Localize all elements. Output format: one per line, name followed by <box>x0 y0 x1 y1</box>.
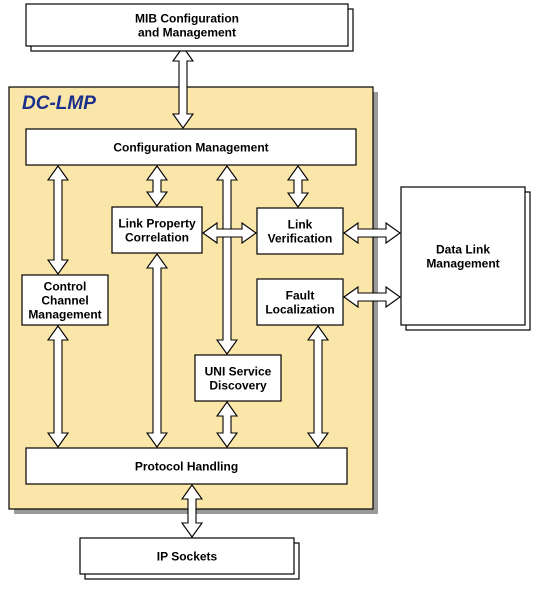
control-channel-management-box-label-2: Channel <box>41 294 88 308</box>
link-verification-box-label-2: Verification <box>268 232 333 246</box>
arrow-fault-protocol <box>306 325 330 448</box>
arrow-linkprop-linkverif-shape <box>202 221 257 245</box>
arrow-control-protocol <box>46 325 70 448</box>
fault-localization-box-rect <box>256 278 344 326</box>
link-verification-box-rect <box>256 207 344 255</box>
link-verification-box-label-1: Link <box>288 218 313 232</box>
mib-config-box-label-1: MIB Configuration <box>135 12 239 26</box>
arrow-mib-config <box>171 46 195 129</box>
arrow-config-control <box>46 165 70 275</box>
arrow-linkprop-protocol-shape <box>145 253 169 448</box>
arrow-linkverif-datalink <box>343 221 401 245</box>
arrow-config-uni-shape <box>215 165 239 355</box>
arrow-config-uni <box>215 165 239 355</box>
configuration-management-box-rect <box>25 128 357 166</box>
fault-localization-box-label-2: Localization <box>265 303 334 317</box>
protocol-handling-box-rect <box>25 447 348 485</box>
uni-service-discovery-box-rect <box>194 354 282 402</box>
arrow-linkverif-datalink-shape <box>343 221 401 245</box>
fault-localization-box-label-1: Fault <box>286 289 315 303</box>
arrow-fault-datalink-shape <box>343 285 401 309</box>
ip-sockets-box: IP Sockets <box>79 537 300 580</box>
link-property-correlation-box-label-1: Link Property <box>118 217 196 231</box>
link-property-correlation-box-rect <box>111 206 203 254</box>
arrow-config-linkprop <box>145 165 169 207</box>
uni-service-discovery-box-label-1: UNI Service <box>205 365 272 379</box>
data-link-management-box-rect <box>400 186 526 326</box>
data-link-management-box-label-1: Data Link <box>436 243 490 257</box>
arrow-uni-protocol-shape <box>215 401 239 448</box>
ip-sockets-box-label-1: IP Sockets <box>157 550 218 564</box>
arrow-fault-datalink <box>343 285 401 309</box>
link-property-correlation-box-label-2: Correlation <box>125 231 189 245</box>
mib-config-box-rect <box>25 3 349 47</box>
uni-service-discovery-box-label-2: Discovery <box>209 379 267 393</box>
arrow-config-control-shape <box>46 165 70 275</box>
configuration-management-box: Configuration Management <box>25 128 357 166</box>
arrow-config-linkverif <box>286 165 310 208</box>
ip-sockets-box-rect <box>79 537 295 575</box>
arrow-mib-config-shape <box>171 46 195 129</box>
protocol-handling-box: Protocol Handling <box>25 447 348 485</box>
protocol-handling-box-label-1: Protocol Handling <box>135 460 238 474</box>
container-title: DC-LMP <box>22 93 96 114</box>
arrow-protocol-ip-shape <box>180 484 204 538</box>
arrow-linkprop-linkverif <box>202 221 257 245</box>
control-channel-management-box-label-1: Control <box>44 280 87 294</box>
arrow-config-linkprop-shape <box>145 165 169 207</box>
arrows-layer <box>46 46 401 538</box>
configuration-management-box-label-1: Configuration Management <box>113 141 268 155</box>
control-channel-management-box-rect <box>21 274 109 326</box>
control-channel-management-box-label-3: Management <box>28 308 101 322</box>
arrow-uni-protocol <box>215 401 239 448</box>
arrow-config-linkverif-shape <box>286 165 310 208</box>
arrow-linkprop-protocol <box>145 253 169 448</box>
arrow-protocol-ip <box>180 484 204 538</box>
arrow-fault-protocol-shape <box>306 325 330 448</box>
data-link-management-box-label-2: Management <box>426 257 499 271</box>
arrow-control-protocol-shape <box>46 325 70 448</box>
mib-config-box-label-2: and Management <box>138 26 236 40</box>
